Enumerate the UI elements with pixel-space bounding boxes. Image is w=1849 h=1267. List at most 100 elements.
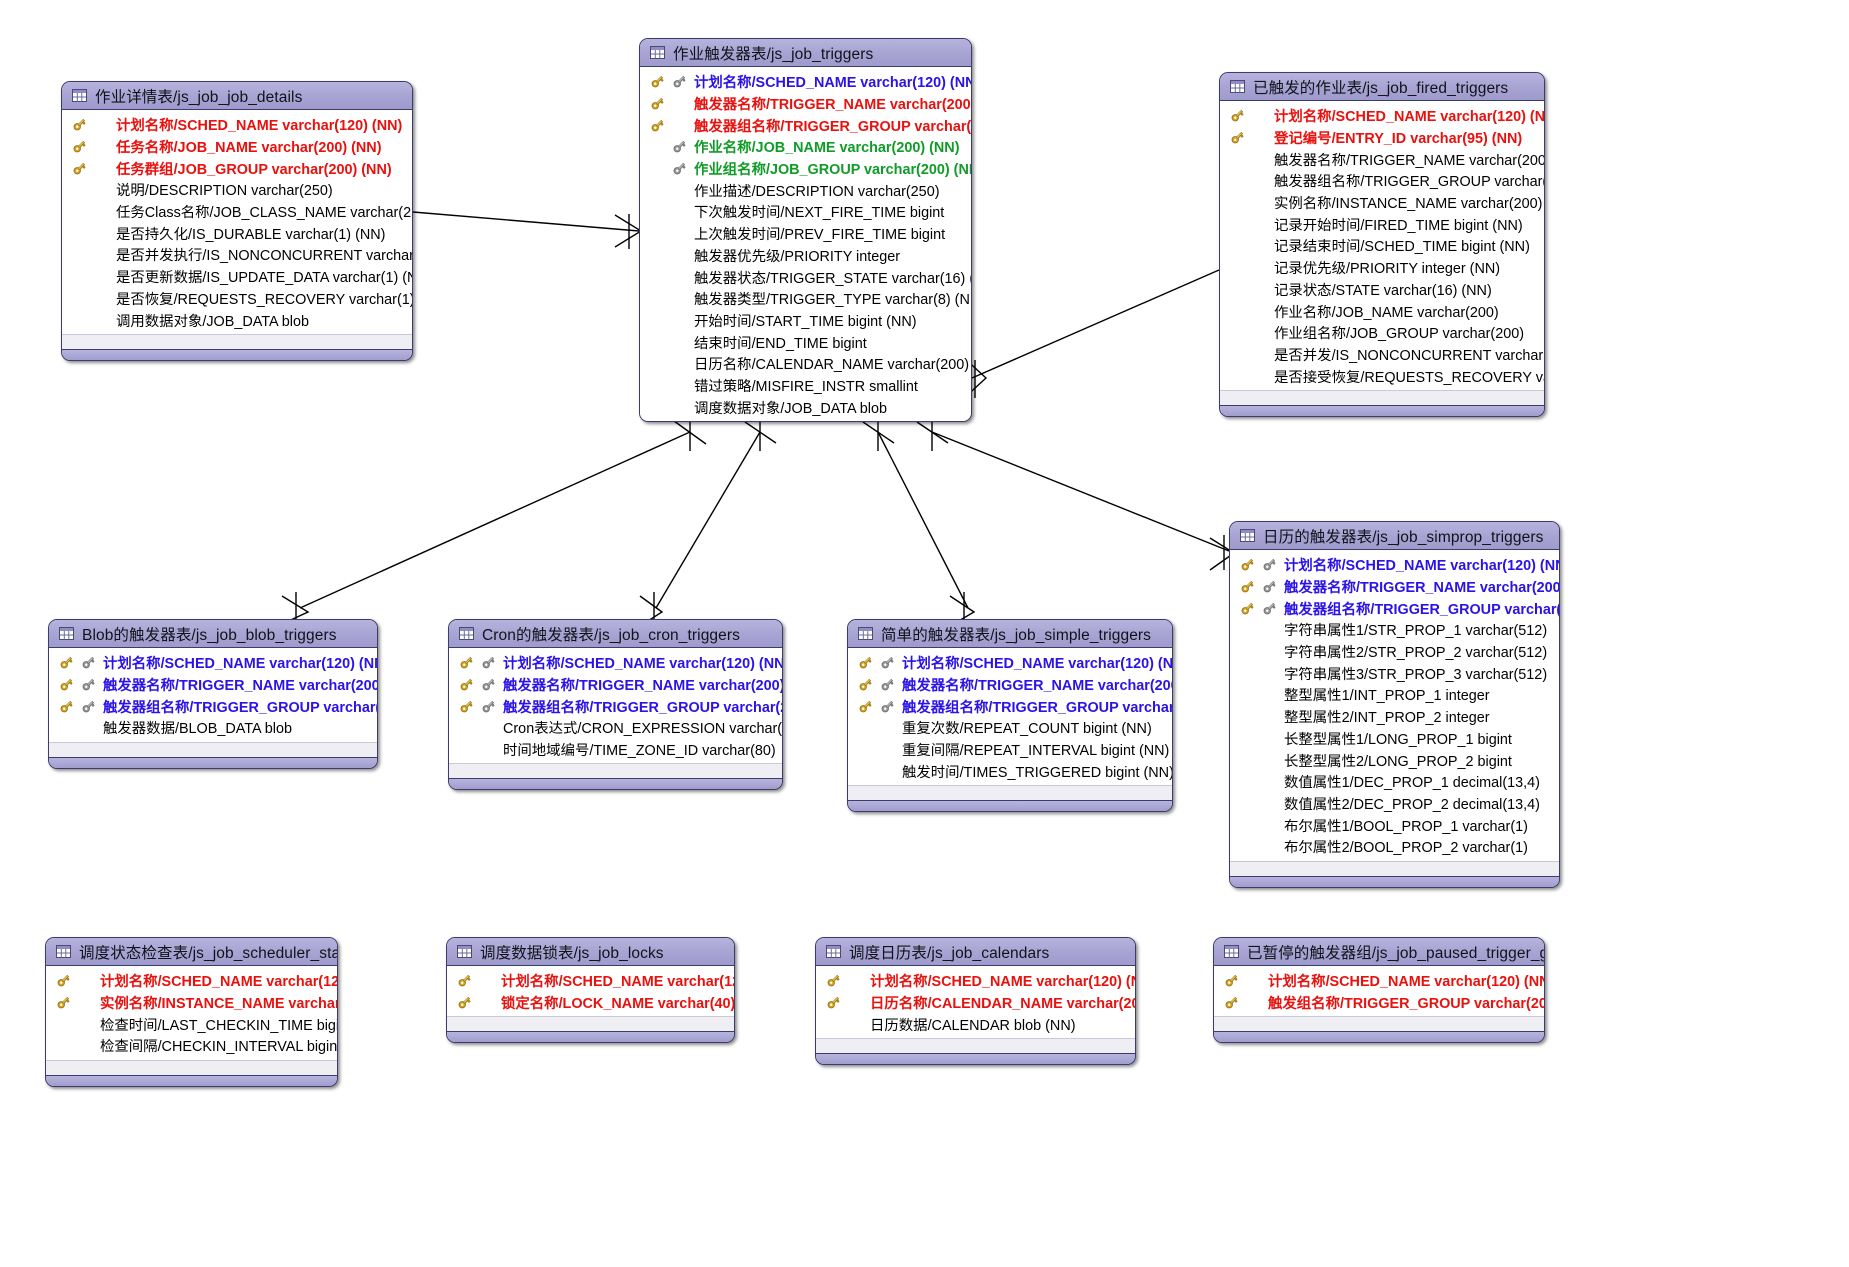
attribute-row[interactable]: 触发器名称/TRIGGER_NAME varchar(200) (NN) <box>640 93 971 115</box>
entity-simprop_triggers[interactable]: 日历的触发器表/js_job_simprop_triggers 计划名称/SCHE… <box>1229 521 1560 888</box>
attribute-row[interactable]: 上次触发时间/PREV_FIRE_TIME bigint <box>640 223 971 245</box>
entity-resize-grip[interactable] <box>46 1074 337 1086</box>
attribute-row[interactable]: 计划名称/SCHED_NAME varchar(120) (NN) <box>447 970 734 992</box>
attribute-row[interactable]: 下次触发时间/NEXT_FIRE_TIME bigint <box>640 201 971 223</box>
attribute-row[interactable]: 任务Class名称/JOB_CLASS_NAME varchar(250) (N… <box>62 201 412 223</box>
entity-resize-grip[interactable] <box>1214 1031 1544 1043</box>
attribute-row[interactable]: 字符串属性2/STR_PROP_2 varchar(512) <box>1230 641 1559 663</box>
entity-resize-grip[interactable] <box>62 348 412 360</box>
attribute-row[interactable]: 触发时间/TIMES_TRIGGERED bigint (NN) <box>848 760 1172 782</box>
entity-scheduler_state[interactable]: 调度状态检查表/js_job_scheduler_state 计划名称/SCHED… <box>45 937 338 1087</box>
attribute-row[interactable]: Cron表达式/CRON_EXPRESSION varchar(120) (NN… <box>449 717 782 739</box>
attribute-row[interactable]: 重复次数/REPEAT_COUNT bigint (NN) <box>848 717 1172 739</box>
attribute-row[interactable]: 布尔属性2/BOOL_PROP_2 varchar(1) <box>1230 836 1559 858</box>
entity-job_triggers[interactable]: 作业触发器表/js_job_triggers 计划名称/SCHED_NAME va… <box>639 38 972 422</box>
attribute-row[interactable]: 检查间隔/CHECKIN_INTERVAL bigint (NN) <box>46 1035 337 1057</box>
attribute-row[interactable]: 锁定名称/LOCK_NAME varchar(40) (NN) <box>447 992 734 1014</box>
attribute-row[interactable]: 计划名称/SCHED_NAME varchar(120) (NN) <box>449 652 782 674</box>
attribute-row[interactable]: 触发器数据/BLOB_DATA blob <box>49 717 377 739</box>
attribute-row[interactable]: 检查时间/LAST_CHECKIN_TIME bigint (NN) <box>46 1013 337 1035</box>
attribute-row[interactable]: 触发器组名称/TRIGGER_GROUP varchar(200) (NN) <box>449 695 782 717</box>
attribute-row[interactable]: 是否持久化/IS_DURABLE varchar(1) (NN) <box>62 222 412 244</box>
attribute-row[interactable]: 作业组名称/JOB_GROUP varchar(200) (NN) <box>640 158 971 180</box>
attribute-row[interactable]: 字符串属性3/STR_PROP_3 varchar(512) <box>1230 662 1559 684</box>
entity-resize-grip[interactable] <box>1230 875 1559 887</box>
attribute-row[interactable]: 计划名称/SCHED_NAME varchar(120) (NN) <box>640 71 971 93</box>
entity-paused_trigger_grps[interactable]: 已暂停的触发器组/js_job_paused_trigger_grps 计划名称/… <box>1213 937 1545 1044</box>
attribute-row[interactable]: 触发器状态/TRIGGER_STATE varchar(16) (NN) <box>640 266 971 288</box>
entity-locks[interactable]: 调度数据锁表/js_job_locks 计划名称/SCHED_NAME varch… <box>446 937 735 1044</box>
attribute-row[interactable]: 日历名称/CALENDAR_NAME varchar(200) (NN) <box>816 992 1135 1014</box>
attribute-row[interactable]: 计划名称/SCHED_NAME varchar(120) (NN) <box>62 114 412 136</box>
attribute-row[interactable]: 整型属性1/INT_PROP_1 integer <box>1230 684 1559 706</box>
entity-header-job_triggers[interactable]: 作业触发器表/js_job_triggers <box>640 39 971 67</box>
attribute-row[interactable]: 记录优先级/PRIORITY integer (NN) <box>1220 257 1544 279</box>
attribute-row[interactable]: 触发器名称/TRIGGER_NAME varchar(200) (NN) <box>1230 576 1559 598</box>
entity-header-cron_triggers[interactable]: Cron的触发器表/js_job_cron_triggers <box>449 620 782 648</box>
attribute-row[interactable]: 结束时间/END_TIME bigint <box>640 331 971 353</box>
attribute-row[interactable]: 触发器名称/TRIGGER_NAME varchar(200) (NN) <box>49 674 377 696</box>
attribute-row[interactable]: 触发器优先级/PRIORITY integer <box>640 245 971 267</box>
attribute-row[interactable]: 错过策略/MISFIRE_INSTR smallint <box>640 375 971 397</box>
attribute-row[interactable]: 是否更新数据/IS_UPDATE_DATA varchar(1) (NN) <box>62 266 412 288</box>
attribute-row[interactable]: 整型属性2/INT_PROP_2 integer <box>1230 706 1559 728</box>
attribute-row[interactable]: 是否并发/IS_NONCONCURRENT varchar(1) <box>1220 344 1544 366</box>
attribute-row[interactable]: 调度数据对象/JOB_DATA blob <box>640 396 971 418</box>
attribute-row[interactable]: 计划名称/SCHED_NAME varchar(120) (NN) <box>816 970 1135 992</box>
entity-header-fired_triggers[interactable]: 已触发的作业表/js_job_fired_triggers <box>1220 73 1544 101</box>
attribute-row[interactable]: 作业描述/DESCRIPTION varchar(250) <box>640 179 971 201</box>
entity-header-blob_triggers[interactable]: Blob的触发器表/js_job_blob_triggers <box>49 620 377 648</box>
attribute-row[interactable]: 调用数据对象/JOB_DATA blob <box>62 309 412 331</box>
entity-header-locks[interactable]: 调度数据锁表/js_job_locks <box>447 938 734 966</box>
entity-resize-grip[interactable] <box>449 778 782 790</box>
attribute-row[interactable]: 长整型属性2/LONG_PROP_2 bigint <box>1230 749 1559 771</box>
entity-header-simple_triggers[interactable]: 简单的触发器表/js_job_simple_triggers <box>848 620 1172 648</box>
attribute-row[interactable]: 计划名称/SCHED_NAME varchar(120) (NN) <box>49 652 377 674</box>
attribute-row[interactable]: 日历数据/CALENDAR blob (NN) <box>816 1013 1135 1035</box>
attribute-row[interactable]: 计划名称/SCHED_NAME varchar(120) (NN) <box>848 652 1172 674</box>
attribute-row[interactable]: 触发器组名称/TRIGGER_GROUP varchar(200) (NN) <box>640 114 971 136</box>
attribute-row[interactable]: 记录结束时间/SCHED_TIME bigint (NN) <box>1220 235 1544 257</box>
attribute-row[interactable]: 重复间隔/REPEAT_INTERVAL bigint (NN) <box>848 739 1172 761</box>
attribute-row[interactable]: 计划名称/SCHED_NAME varchar(120) (NN) <box>46 970 337 992</box>
attribute-row[interactable]: 触发器名称/TRIGGER_NAME varchar(200) (NN) <box>1220 148 1544 170</box>
attribute-row[interactable]: 字符串属性1/STR_PROP_1 varchar(512) <box>1230 619 1559 641</box>
attribute-row[interactable]: 开始时间/START_TIME bigint (NN) <box>640 310 971 332</box>
entity-header-simprop_triggers[interactable]: 日历的触发器表/js_job_simprop_triggers <box>1230 522 1559 550</box>
attribute-row[interactable]: 计划名称/SCHED_NAME varchar(120) (NN) <box>1220 105 1544 127</box>
attribute-row[interactable]: 登记编号/ENTRY_ID varchar(95) (NN) <box>1220 127 1544 149</box>
entity-resize-grip[interactable] <box>816 1053 1135 1065</box>
attribute-row[interactable]: 布尔属性1/BOOL_PROP_1 varchar(1) <box>1230 814 1559 836</box>
entity-resize-grip[interactable] <box>49 756 377 768</box>
attribute-row[interactable]: 任务名称/JOB_NAME varchar(200) (NN) <box>62 136 412 158</box>
attribute-row[interactable]: 记录状态/STATE varchar(16) (NN) <box>1220 279 1544 301</box>
entity-resize-grip[interactable] <box>1220 404 1544 416</box>
entity-header-paused_trigger_grps[interactable]: 已暂停的触发器组/js_job_paused_trigger_grps <box>1214 938 1544 966</box>
entity-resize-grip[interactable] <box>848 800 1172 812</box>
attribute-row[interactable]: 实例名称/INSTANCE_NAME varchar(200) (NN) <box>1220 192 1544 214</box>
attribute-row[interactable]: 任务群组/JOB_GROUP varchar(200) (NN) <box>62 157 412 179</box>
entity-blob_triggers[interactable]: Blob的触发器表/js_job_blob_triggers 计划名称/SCHED… <box>48 619 378 769</box>
attribute-row[interactable]: 时间地域编号/TIME_ZONE_ID varchar(80) <box>449 739 782 761</box>
attribute-row[interactable]: 数值属性1/DEC_PROP_1 decimal(13,4) <box>1230 771 1559 793</box>
attribute-row[interactable]: 说明/DESCRIPTION varchar(250) <box>62 179 412 201</box>
attribute-row[interactable]: 日历名称/CALENDAR_NAME varchar(200) <box>640 353 971 375</box>
attribute-row[interactable]: 是否恢复/REQUESTS_RECOVERY varchar(1) (NN) <box>62 288 412 310</box>
entity-cron_triggers[interactable]: Cron的触发器表/js_job_cron_triggers 计划名称/SCHED… <box>448 619 783 791</box>
attribute-row[interactable]: 计划名称/SCHED_NAME varchar(120) (NN) <box>1230 554 1559 576</box>
entity-simple_triggers[interactable]: 简单的触发器表/js_job_simple_triggers 计划名称/SCHED… <box>847 619 1173 813</box>
attribute-row[interactable]: 是否接受恢复/REQUESTS_RECOVERY varchar(1) <box>1220 365 1544 387</box>
entity-resize-grip[interactable] <box>447 1031 734 1043</box>
attribute-row[interactable]: 计划名称/SCHED_NAME varchar(120) (NN) <box>1214 970 1544 992</box>
attribute-row[interactable]: 作业名称/JOB_NAME varchar(200) <box>1220 300 1544 322</box>
attribute-row[interactable]: 作业组名称/JOB_GROUP varchar(200) <box>1220 322 1544 344</box>
attribute-row[interactable]: 数值属性2/DEC_PROP_2 decimal(13,4) <box>1230 793 1559 815</box>
attribute-row[interactable]: 触发器名称/TRIGGER_NAME varchar(200) (NN) <box>848 674 1172 696</box>
attribute-row[interactable]: 触发器组名称/TRIGGER_GROUP varchar(200) (NN) <box>1230 597 1559 619</box>
attribute-row[interactable]: 是否并发执行/IS_NONCONCURRENT varchar(1) (NN) <box>62 244 412 266</box>
entity-header-scheduler_state[interactable]: 调度状态检查表/js_job_scheduler_state <box>46 938 337 966</box>
attribute-row[interactable]: 触发器类型/TRIGGER_TYPE varchar(8) (NN) <box>640 288 971 310</box>
attribute-row[interactable]: 长整型属性1/LONG_PROP_1 bigint <box>1230 728 1559 750</box>
